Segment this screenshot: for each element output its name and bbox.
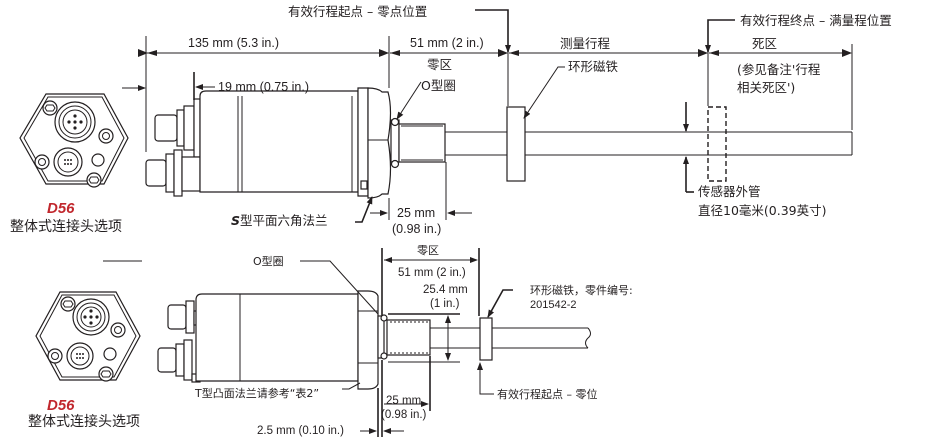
rod-callout-line1: 传感器外管 xyxy=(698,184,761,199)
dim-null-zone: 51 mm (2 in.) xyxy=(410,36,484,50)
ring-magnet xyxy=(479,317,493,361)
null-zone-label: 零区 xyxy=(427,57,452,72)
dead-zone-note-line2: 相关死区') xyxy=(737,80,795,95)
measuring-stroke-label: 测量行程 xyxy=(560,36,611,51)
connector-code: D56 xyxy=(47,397,75,414)
connector-code: D56 xyxy=(47,200,75,217)
ring-magnet-part-number: 201542-2 xyxy=(530,299,577,311)
active-end-callout: 有效行程终点 – 满量程位置 xyxy=(740,13,892,28)
ring-magnet-callout: 环形磁铁，零件编号: xyxy=(530,283,633,297)
flange-callout: S型平面六角法兰 xyxy=(231,213,328,228)
rod-callout-line2: 直径10毫米(0.39英寸) xyxy=(698,203,827,218)
flange-callout: T型凸面法兰请参考“表2” xyxy=(194,386,319,400)
active-start-callout: 有效行程起点 – 零点位置 xyxy=(288,4,427,19)
dim-thread-diameter: 25.4 mm xyxy=(423,284,468,296)
null-zone-label: 零区 xyxy=(417,244,439,257)
bottom-view: D56 整体式连接头选项 xyxy=(28,244,633,437)
connector-option-label: 整体式连接头选项 xyxy=(10,218,122,235)
sensor-rod xyxy=(430,327,591,349)
dead-zone-note-line1: (参见备注'行程 xyxy=(737,62,821,77)
dim-null-zone: 51 mm (2 in.) xyxy=(398,267,466,279)
dim-thread-length: 25 mm xyxy=(397,206,435,220)
ring-magnet-end-position xyxy=(707,106,727,182)
dim-thread-length: 25 mm xyxy=(386,395,421,407)
ring-magnet xyxy=(506,106,526,182)
dead-zone-label: 死区 xyxy=(752,36,777,51)
dim-thread-diameter-in: (1 in.) xyxy=(430,298,460,310)
dim-thread-length-in: (0.98 in.) xyxy=(392,222,441,236)
active-start-callout: 有效行程起点 – 零位 xyxy=(497,387,598,401)
dim-connector-offset: 19 mm (0.75 in.) xyxy=(218,80,309,94)
o-ring-callout: O型圈 xyxy=(421,78,456,93)
connector-end-view-icon xyxy=(19,93,129,188)
connector-end-view-icon xyxy=(35,291,141,382)
o-ring-callout: O型圈 xyxy=(253,254,284,268)
ring-magnet-callout: 环形磁铁 xyxy=(568,59,619,74)
dim-flange-gap: 2.5 mm (0.10 in.) xyxy=(257,425,344,437)
sensor-rod xyxy=(445,131,853,156)
connector-option-label: 整体式连接头选项 xyxy=(28,413,140,430)
dim-overall-length: 135 mm (5.3 in.) xyxy=(188,36,279,50)
sensor-head xyxy=(157,290,431,390)
sensor-head xyxy=(145,87,446,199)
top-view: D56 整体式连接头选项 xyxy=(10,4,892,236)
dim-thread-length-in: (0.98 in.) xyxy=(381,409,427,421)
